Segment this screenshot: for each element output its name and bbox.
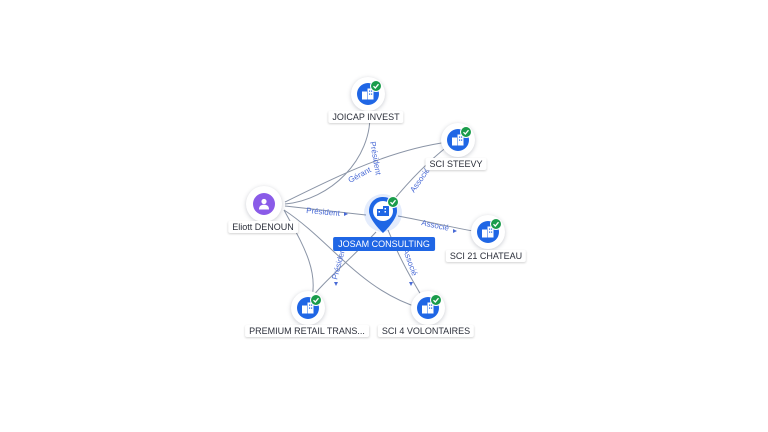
verified-check-icon bbox=[310, 294, 322, 306]
verified-check-icon bbox=[387, 196, 399, 208]
node-label[interactable]: JOICAP INVEST bbox=[328, 111, 404, 123]
verified-check-icon bbox=[490, 218, 502, 230]
verified-check-icon bbox=[370, 80, 382, 92]
edge-arrow bbox=[344, 212, 348, 216]
node-label[interactable]: SCI 21 CHATEAU bbox=[445, 250, 527, 262]
edge-arrow bbox=[453, 229, 457, 233]
relation-label: Associé bbox=[401, 248, 419, 278]
edge-eliott-joicap bbox=[284, 111, 371, 205]
node-label[interactable]: SCI STEEVY bbox=[425, 158, 487, 170]
edge-center-steevy bbox=[391, 145, 449, 203]
edge-eliott-steevy bbox=[284, 141, 449, 203]
verified-check-icon bbox=[460, 126, 472, 138]
person-icon bbox=[253, 193, 275, 215]
center-node-label[interactable]: JOSAM CONSULTING bbox=[333, 237, 435, 251]
edge-eliott-center bbox=[284, 205, 367, 216]
relation-label: Associé bbox=[421, 218, 451, 233]
node-label[interactable]: PREMIUM RETAIL TRANS... bbox=[245, 325, 369, 337]
edge-arrow bbox=[334, 282, 338, 286]
relation-label: Président bbox=[306, 206, 341, 218]
edge-eliott-volontaires bbox=[283, 209, 421, 309]
node-label[interactable]: SCI 4 VOLONTAIRES bbox=[377, 325, 475, 337]
edge-arrow bbox=[409, 282, 413, 286]
verified-check-icon bbox=[430, 294, 442, 306]
node-label[interactable]: Eliott DENOUN bbox=[228, 221, 298, 233]
